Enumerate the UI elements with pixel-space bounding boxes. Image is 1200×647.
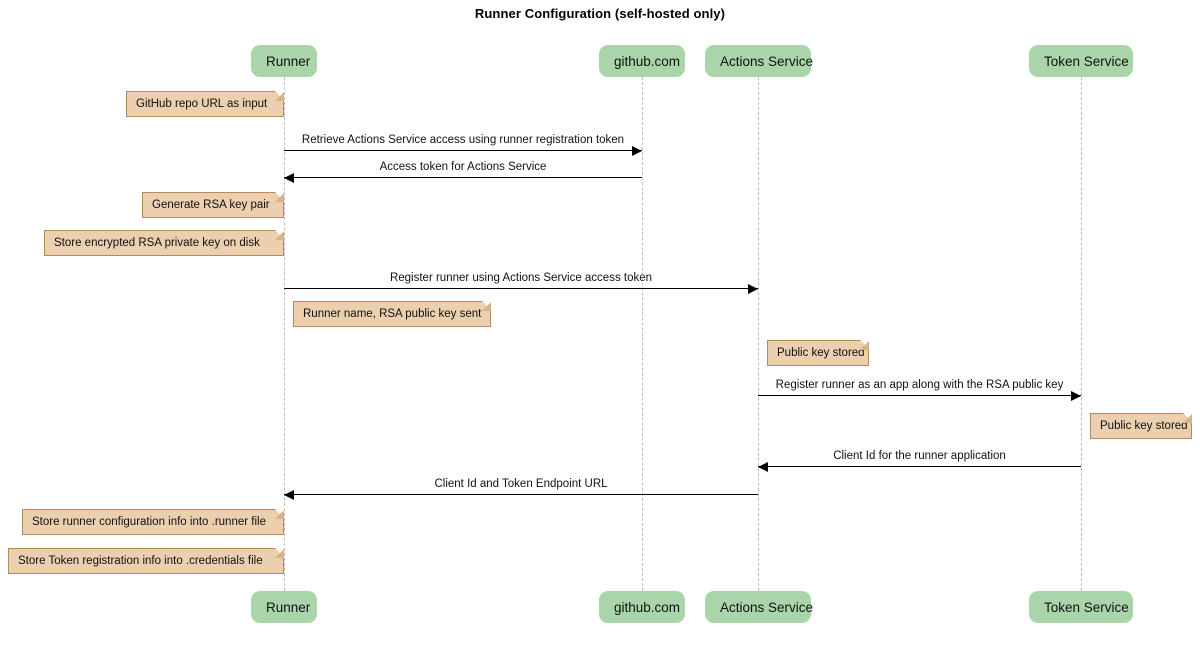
message-label-register-runner-using-actions-service-access-token: Register runner using Actions Service ac… bbox=[389, 272, 653, 284]
arrowhead-left-client-id-and-token-endpoint-url bbox=[284, 489, 294, 500]
arrowhead-right-retrieve-actions-service-access-using-runner-registration-token bbox=[632, 145, 642, 156]
lifeline-github-com bbox=[642, 77, 643, 591]
note-public-key-stored: Public key stored bbox=[1090, 413, 1192, 439]
message-line-client-id-for-the-runner-application bbox=[758, 466, 1081, 467]
note-public-key-stored: Public key stored bbox=[767, 340, 869, 366]
lifeline-runner bbox=[284, 77, 285, 591]
arrowhead-left-access-token-for-actions-service bbox=[284, 172, 294, 183]
message-line-retrieve-actions-service-access-using-runner-registration-token bbox=[284, 150, 642, 151]
arrowhead-right-register-runner-as-an-app-along-with-the-rsa-public-key bbox=[1071, 390, 1081, 401]
note-store-encrypted-rsa-private-key-on-disk: Store encrypted RSA private key on disk bbox=[44, 230, 284, 256]
participant-runner-bottom[interactable]: Runner bbox=[251, 591, 317, 623]
participant-github-com-bottom[interactable]: github.com bbox=[599, 591, 685, 623]
message-line-register-runner-as-an-app-along-with-the-rsa-public-key bbox=[758, 395, 1081, 396]
message-line-register-runner-using-actions-service-access-token bbox=[284, 288, 758, 289]
diagram-title: Runner Configuration (self-hosted only) bbox=[474, 6, 726, 21]
message-label-retrieve-actions-service-access-using-runner-registration-token: Retrieve Actions Service access using ru… bbox=[301, 134, 625, 146]
participant-runner-top[interactable]: Runner bbox=[251, 45, 317, 77]
message-line-client-id-and-token-endpoint-url bbox=[284, 494, 758, 495]
arrowhead-right-register-runner-using-actions-service-access-token bbox=[748, 283, 758, 294]
participant-actions-service-bottom[interactable]: Actions Service bbox=[705, 591, 813, 623]
message-label-client-id-for-the-runner-application: Client Id for the runner application bbox=[833, 450, 1006, 462]
note-github-repo-url-as-input: GitHub repo URL as input bbox=[126, 91, 284, 117]
participant-github-com-top[interactable]: github.com bbox=[599, 45, 685, 77]
message-label-client-id-and-token-endpoint-url: Client Id and Token Endpoint URL bbox=[434, 478, 608, 490]
note-runner-name-rsa-public-key-sent: Runner name, RSA public key sent bbox=[293, 301, 491, 327]
participant-token-service-bottom[interactable]: Token Service bbox=[1029, 591, 1133, 623]
participant-token-service-top[interactable]: Token Service bbox=[1029, 45, 1133, 77]
participant-actions-service-top[interactable]: Actions Service bbox=[705, 45, 813, 77]
arrowhead-left-client-id-for-the-runner-application bbox=[758, 461, 768, 472]
message-label-access-token-for-actions-service: Access token for Actions Service bbox=[379, 161, 547, 173]
message-line-access-token-for-actions-service bbox=[284, 177, 642, 178]
note-store-runner-configuration-info-into-runner-file: Store runner configuration info into .ru… bbox=[22, 509, 284, 535]
lifeline-actions-service bbox=[758, 77, 759, 591]
note-generate-rsa-key-pair: Generate RSA key pair bbox=[142, 192, 284, 218]
lifeline-token-service bbox=[1081, 77, 1082, 591]
note-store-token-registration-info-into-credentials-file: Store Token registration info into .cred… bbox=[8, 548, 284, 574]
message-label-register-runner-as-an-app-along-with-the-rsa-public-key: Register runner as an app along with the… bbox=[775, 379, 1064, 391]
